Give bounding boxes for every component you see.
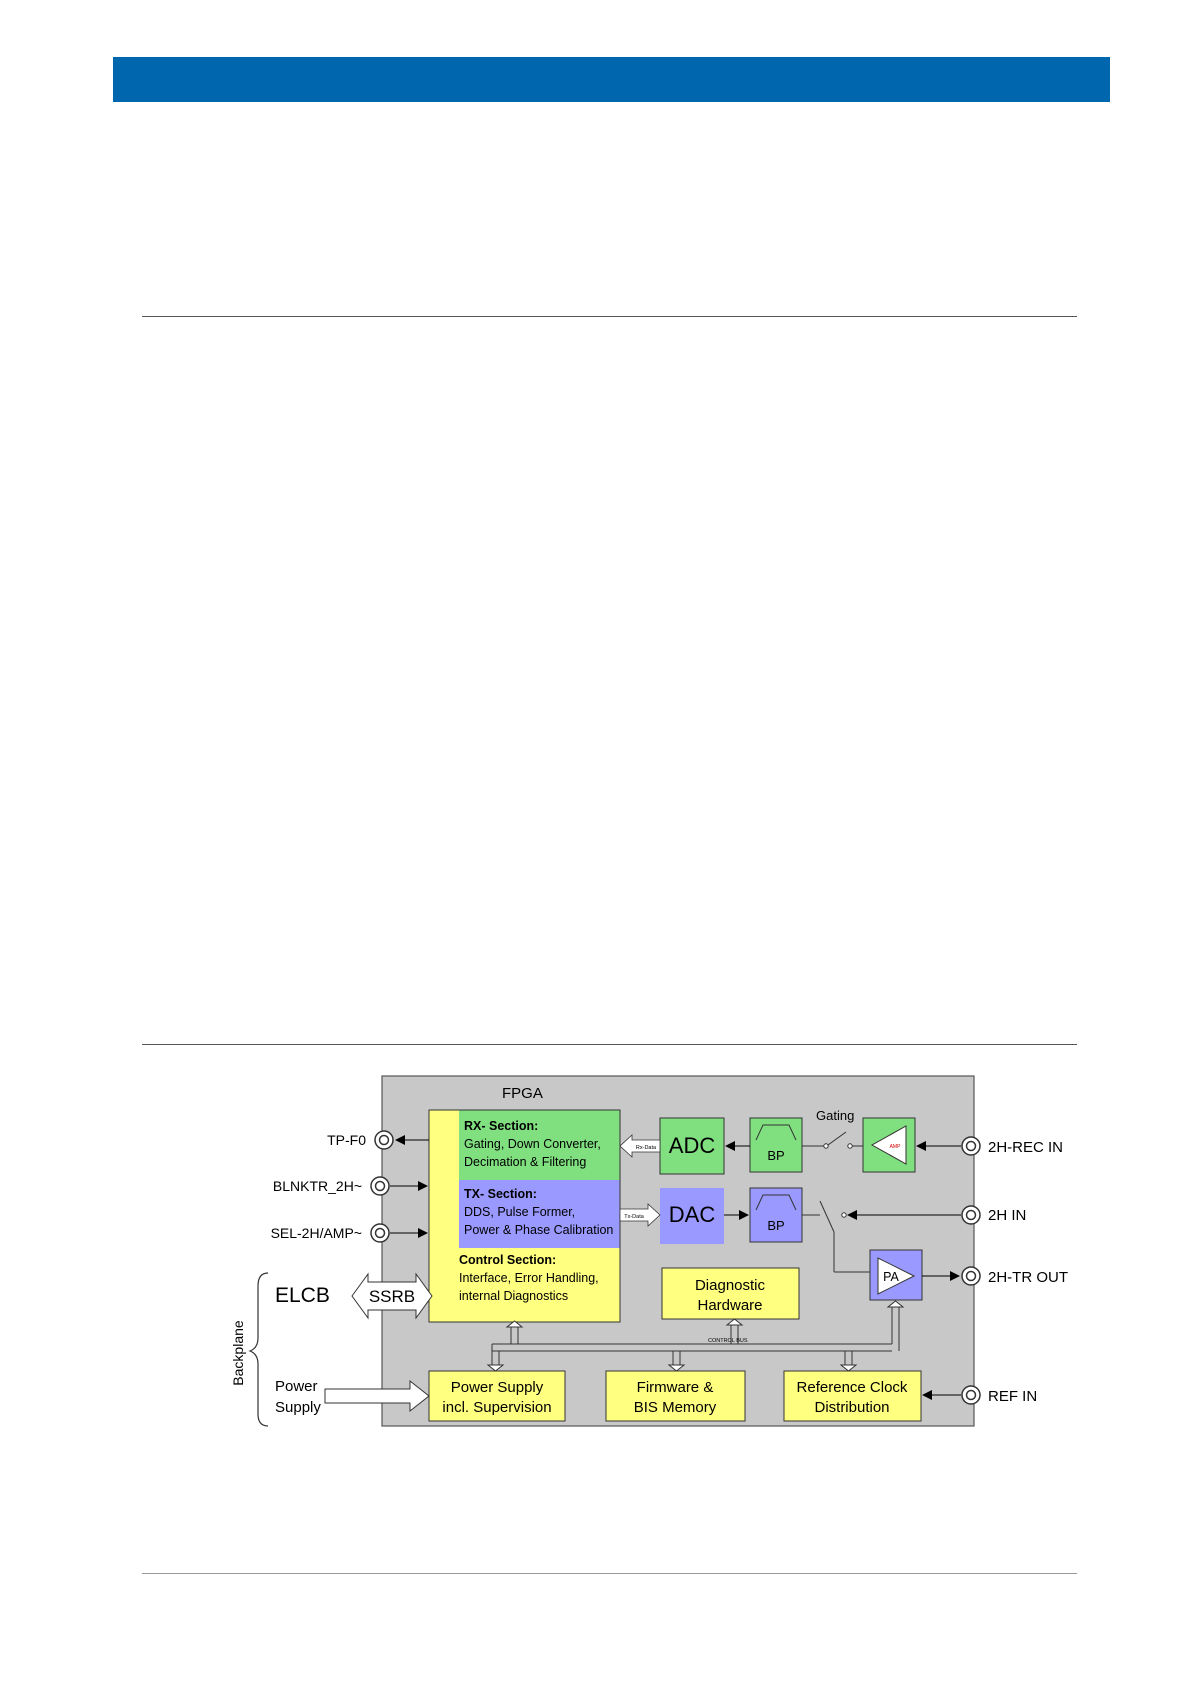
adc-block	[659, 1117, 725, 1175]
ref-in-label: REF IN	[988, 1388, 1037, 1405]
ctrl-title: Control Section:	[459, 1253, 556, 1267]
bp-filter-rx	[749, 1117, 803, 1173]
ps-line1: Power Supply	[451, 1379, 544, 1396]
adc-label: ADC	[669, 1133, 716, 1158]
control-bus	[491, 1305, 900, 1366]
connector-rec-in	[961, 1136, 981, 1156]
rc-line2: Distribution	[814, 1399, 889, 1416]
ctrl-desc: Interface, Error Handling,	[459, 1271, 599, 1285]
connector-tr-out	[961, 1266, 981, 1286]
rc-line1: Reference Clock	[797, 1379, 908, 1396]
reference-clock-block	[783, 1370, 922, 1422]
gating-label: Gating	[816, 1108, 854, 1123]
tx-desc2: Power & Phase Calibration	[464, 1223, 613, 1237]
ps-line2: incl. Supervision	[442, 1399, 551, 1416]
fw-line1: Firmware &	[637, 1379, 714, 1396]
tr-out-label: 2H-TR OUT	[988, 1269, 1068, 1286]
ctrl-desc2: internal Diagnostics	[459, 1289, 568, 1303]
connector-ref-in	[961, 1385, 981, 1405]
section-divider-middle	[142, 1044, 1077, 1045]
bp-filter-tx	[749, 1187, 803, 1243]
ssrb-label: SSRB	[369, 1287, 415, 1306]
backplane-brace	[248, 1272, 269, 1427]
elcb-label: ELCB	[275, 1284, 330, 1307]
power-supply-block	[428, 1370, 566, 1422]
control-bus-label: CONTROL BUS	[708, 1338, 748, 1344]
header-bar	[113, 57, 1110, 102]
tx-data-label: Tx-Data	[624, 1214, 645, 1220]
dac-block	[660, 1188, 724, 1244]
pa-triangle-icon	[877, 1257, 916, 1295]
amp-triangle-icon	[870, 1125, 907, 1165]
section-divider-top	[142, 316, 1077, 317]
sel-label: SEL-2H/AMP~	[271, 1225, 362, 1241]
pa-label: PA	[883, 1270, 899, 1284]
ssrb-double-arrow	[351, 1272, 433, 1320]
power-supply-arrow	[324, 1379, 430, 1413]
rx-data-label: Rx-Data	[636, 1145, 657, 1151]
rx-data-arrow	[619, 1134, 661, 1158]
bp-label-rx: BP	[767, 1148, 784, 1163]
rx-section	[459, 1110, 620, 1180]
tx-data-arrow	[619, 1203, 661, 1227]
connector-sel	[370, 1223, 390, 1243]
footer-divider	[142, 1573, 1077, 1574]
supply-label: Supply	[275, 1399, 321, 1416]
blnktr-label: BLNKTR_2H~	[273, 1178, 362, 1194]
rec-in-label: 2H-REC IN	[988, 1139, 1063, 1156]
dac-label: DAC	[669, 1202, 716, 1227]
diag-line1: Diagnostic	[695, 1277, 766, 1294]
connector-blnktr	[370, 1176, 390, 1196]
tx-section	[459, 1180, 620, 1248]
fpga-label: FPGA	[502, 1085, 543, 1102]
connector-tp-f0	[374, 1130, 394, 1150]
2h-in-label: 2H IN	[988, 1207, 1026, 1224]
backplane-label: Backplane	[230, 1320, 246, 1386]
bp-label-tx: BP	[767, 1218, 784, 1233]
tx-title: TX- Section:	[464, 1187, 537, 1201]
power-label: Power	[275, 1378, 318, 1395]
rx-desc2: Decimation & Filtering	[464, 1155, 586, 1169]
firmware-block	[605, 1370, 746, 1422]
rx-title: RX- Section:	[464, 1119, 538, 1133]
fw-line2: BIS Memory	[634, 1399, 717, 1416]
diag-line2: Hardware	[697, 1297, 762, 1314]
tx-desc: DDS, Pulse Former,	[464, 1205, 575, 1219]
block-diagram: FPGA RX- Section: Gating, Down Converter…	[230, 1068, 1090, 1453]
tp-f0-label: TP-F0	[327, 1132, 366, 1148]
diagnostic-hardware-block	[661, 1267, 800, 1320]
rx-desc: Gating, Down Converter,	[464, 1137, 601, 1151]
amp-label: AMP	[890, 1144, 902, 1150]
connector-2h-in	[961, 1205, 981, 1225]
